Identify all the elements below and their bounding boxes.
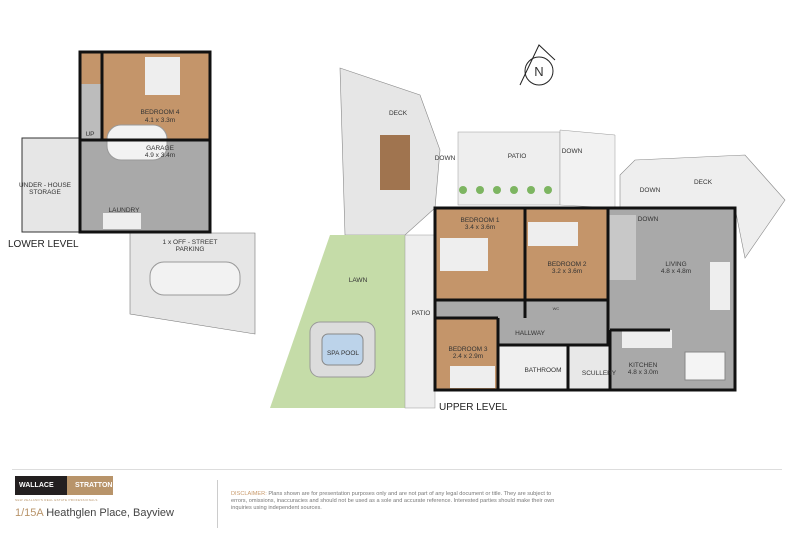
room-label: DECK — [389, 110, 408, 117]
room-label: BEDROOM 3 — [448, 346, 487, 353]
room-label: UP — [85, 131, 94, 138]
brand-logo: WALLACE STRATTON — [15, 476, 113, 495]
kitchen-bench-icon — [622, 330, 672, 348]
bathroom — [498, 345, 568, 390]
upper-level-title: UPPER LEVEL — [439, 402, 508, 413]
bed-icon — [145, 57, 180, 95]
room-label: 2.4 x 2.9m — [453, 353, 483, 360]
room-label: DOWN — [435, 155, 456, 162]
room-label: SPA POOL — [327, 350, 359, 357]
storage-area — [21, 137, 81, 233]
car-icon — [106, 124, 168, 161]
room-label: 3.2 x 3.6m — [552, 268, 582, 275]
room-label: LIVING — [665, 261, 686, 268]
room-label: STORAGE — [29, 189, 61, 196]
lower-level-plan: BEDROOM 4 4.1 x 3.3m GARAGE 4.9 x 3.4m U… — [8, 50, 256, 335]
room-label: DECK — [694, 179, 713, 186]
room-label: DOWN — [562, 148, 583, 155]
address-unit: 1/15A — [15, 507, 44, 519]
room-label: PATIO — [508, 153, 527, 160]
bed-icon — [528, 222, 578, 246]
bed-icon — [440, 238, 488, 271]
room-label: 4.8 x 4.8m — [661, 268, 691, 275]
sofa-icon — [710, 262, 730, 310]
steps — [559, 129, 616, 209]
upper-level-house: BEDROOM 1 3.4 x 3.6m BEDROOM 2 3.2 x 3.6… — [433, 206, 737, 413]
stairs-up — [80, 84, 102, 140]
room-label: KITCHEN — [629, 362, 658, 369]
room-label: DOWN — [640, 187, 661, 194]
brand-tagline: NEW ZEALAND'S REAL ESTATE PROFESSIONALS — [15, 498, 98, 502]
scullery — [568, 345, 610, 390]
room-label: 4.1 x 3.3m — [145, 117, 175, 124]
room-label: 4.8 x 3.0m — [628, 369, 658, 376]
property-address: 1/15A Heathglen Place, Bayview — [15, 507, 174, 519]
address-street: Heathglen Place, Bayview — [46, 507, 174, 519]
room-label: BEDROOM 2 — [547, 261, 586, 268]
brand-left: WALLACE — [15, 476, 67, 495]
dining-table-icon — [684, 351, 726, 381]
room-label: GARAGE — [146, 145, 174, 152]
bedroom-2 — [525, 208, 608, 300]
footer-divider — [12, 469, 782, 470]
room-label: 3.4 x 3.6m — [465, 224, 495, 231]
patio-top — [457, 131, 561, 206]
stairs-down-label: DOWN — [638, 216, 659, 223]
outdoor-table-icon — [380, 135, 410, 190]
laundry-tubs-icon — [103, 213, 141, 229]
stairs-down — [608, 215, 636, 280]
car-icon — [149, 261, 241, 296]
room-label: BEDROOM 4 — [140, 109, 179, 116]
room-label: LAUNDRY — [109, 207, 141, 214]
room-label: BEDROOM 1 — [460, 217, 499, 224]
room-label: LAWN — [349, 277, 368, 284]
disclaimer: DISCLAIMER: Plans shown are for presenta… — [231, 491, 561, 512]
brand-right: STRATTON — [67, 476, 113, 495]
footer-vertical-divider — [217, 480, 218, 528]
room-label: WC — [553, 306, 560, 311]
room-label: PATIO — [412, 310, 431, 317]
north-compass: N — [519, 44, 556, 86]
bed-icon — [450, 366, 495, 388]
compass-label: N — [534, 64, 543, 79]
room-label: 4.9 x 3.4m — [145, 152, 175, 159]
lower-level-title: LOWER LEVEL — [8, 239, 79, 250]
room-label: PARKING — [176, 246, 205, 253]
disclaimer-text: Plans shown are for presentation purpose… — [231, 491, 555, 511]
room-label: 1 x OFF - STREET — [163, 239, 218, 246]
room-label: UNDER - HOUSE — [19, 182, 72, 189]
room-label: HALLWAY — [515, 330, 546, 337]
room-label: BATHROOM — [524, 367, 561, 374]
patio-side — [404, 234, 436, 409]
room-label: SCULLERY — [582, 370, 617, 377]
disclaimer-label: DISCLAIMER: — [231, 491, 267, 497]
